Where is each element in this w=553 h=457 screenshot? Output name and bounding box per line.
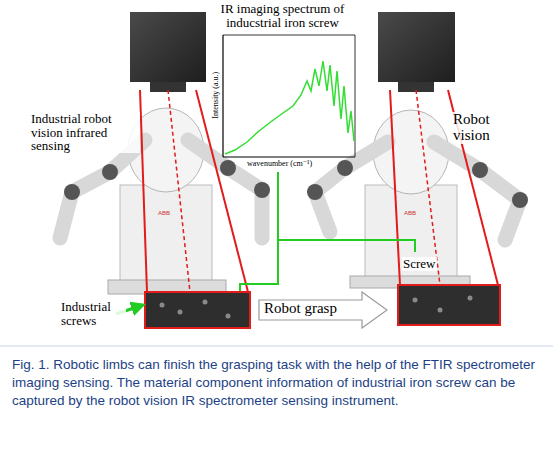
plot-title: IR imaging spectrum of inducstrial iron … [205,2,360,31]
spectrum-chart [217,31,367,161]
svg-text:ABB: ABB [404,210,416,216]
axis-label: Intensity (a.u.) [212,71,220,120]
figure-caption: Fig. 1. Robotic limbs can finish the gra… [12,356,542,409]
right-robot: ABB [307,12,528,325]
axis-label: wavenumber (cm⁻¹) [246,160,313,168]
callout-label: Industrial robot vision infrared sensing [30,112,140,153]
left-robot: ABB [60,12,270,328]
svg-text:ABB: ABB [158,210,170,216]
callout-label: Robot vision [452,112,516,144]
green-wire [116,172,415,314]
spectrum-plot: IR imaging spectrum of inducstrial iron … [205,2,360,161]
arrow-label: Robot grasp [264,300,337,317]
separator-line [0,346,553,347]
part-label: Screw [402,257,437,271]
grasp-arrow: Robot grasp [258,291,388,329]
part-label: Industrial screws [60,300,126,327]
